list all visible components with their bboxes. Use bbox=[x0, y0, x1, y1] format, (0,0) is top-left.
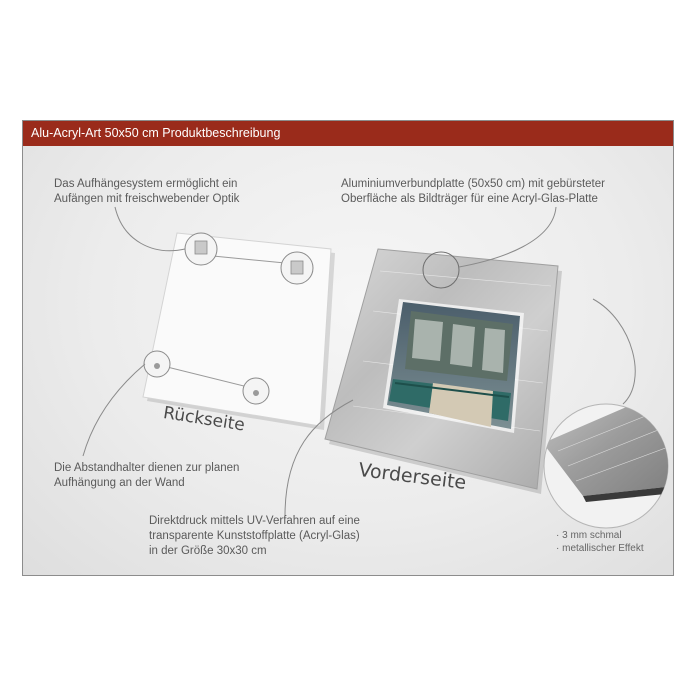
callout-lines bbox=[82, 206, 636, 517]
hanger-top-right bbox=[280, 251, 314, 285]
caption-aluminium-panel: Aluminiumverbundplatte (50x50 cm) mit ge… bbox=[341, 178, 605, 205]
spacer-bottom-left bbox=[143, 350, 171, 378]
product-illustration bbox=[82, 206, 669, 529]
title-text: Alu-Acryl-Art 50x50 cm Produktbeschreibu… bbox=[31, 126, 281, 140]
hanger-top-left bbox=[184, 232, 218, 266]
spacer-bottom-right bbox=[242, 377, 270, 405]
zoom-circle-front bbox=[422, 251, 460, 289]
caption-spacers: Die Abstandhalter dienen zur planen Aufh… bbox=[54, 462, 240, 489]
description-frame: Alu-Acryl-Art 50x50 cm Produktbeschreibu… bbox=[22, 120, 674, 576]
caption-suspension-system: Das Aufhängesystem ermöglicht ein Aufäng… bbox=[54, 178, 240, 205]
caption-direct-print: Direktdruck mittels UV-Verfahren auf ein… bbox=[149, 515, 360, 557]
title-bar: Alu-Acryl-Art 50x50 cm Produktbeschreibu… bbox=[23, 121, 673, 146]
edge-detail-circle bbox=[543, 403, 669, 529]
acrylic-photo-print bbox=[383, 299, 524, 433]
back-panel bbox=[142, 232, 335, 430]
caption-edge-detail: · 3 mm schmal · metallischer Effekt bbox=[556, 530, 644, 554]
